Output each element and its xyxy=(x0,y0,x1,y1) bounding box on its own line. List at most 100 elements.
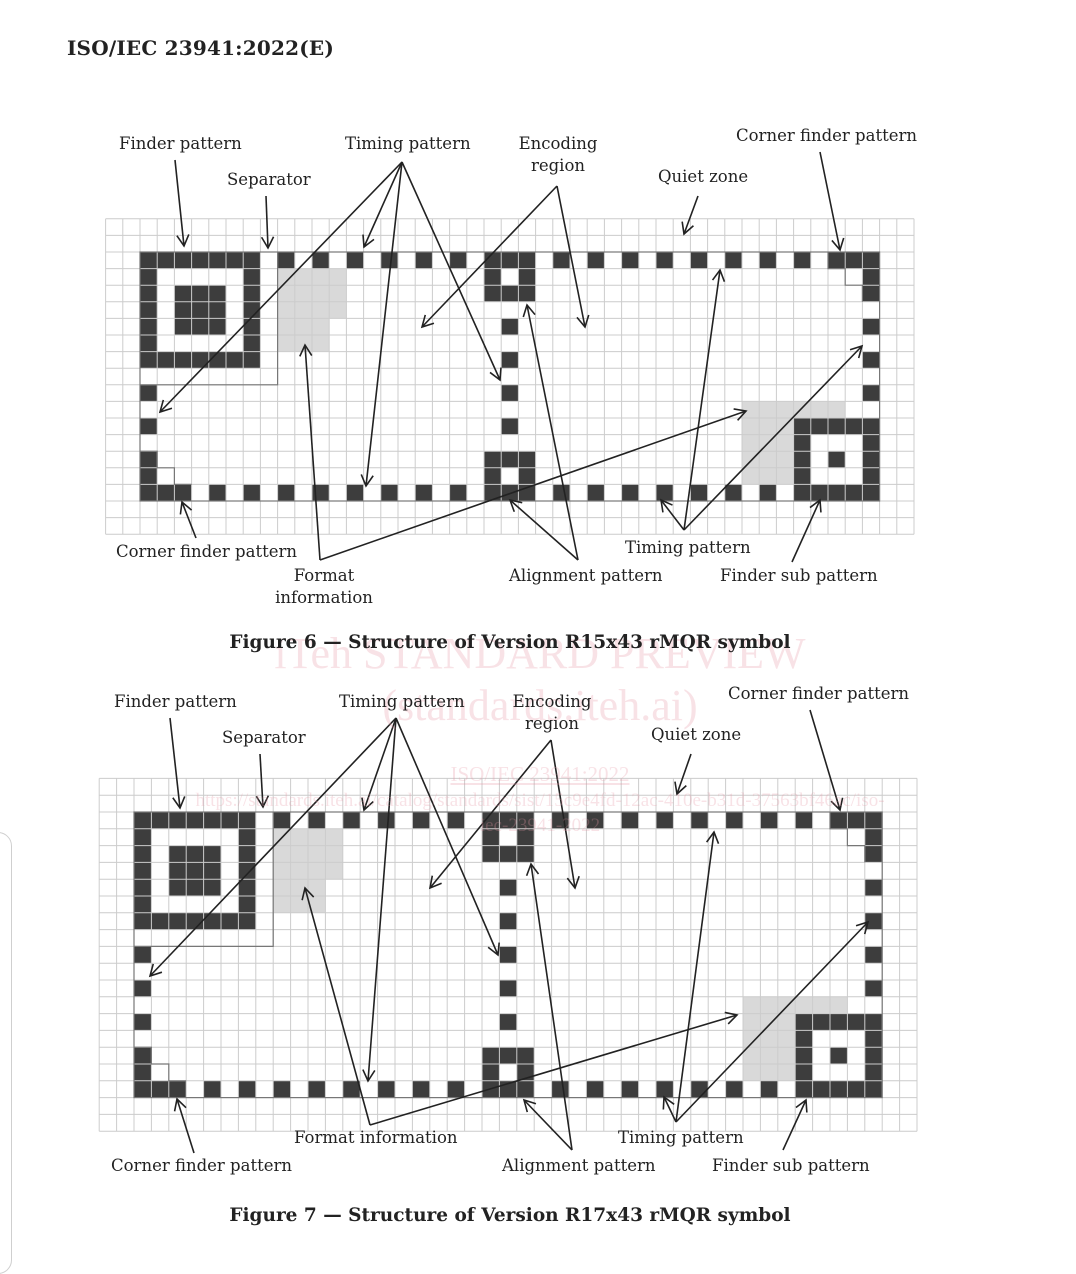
format-info-module xyxy=(329,285,347,302)
dark-module xyxy=(862,318,880,335)
dark-module xyxy=(221,912,239,930)
callout-arrow xyxy=(260,195,275,250)
dark-module xyxy=(482,1064,500,1081)
dark-module xyxy=(795,1047,813,1064)
dark-module xyxy=(226,252,244,269)
dark-module xyxy=(690,252,708,269)
dark-module xyxy=(482,828,500,846)
dark-module xyxy=(864,1047,883,1064)
dark-module xyxy=(243,318,261,335)
dark-module xyxy=(168,812,187,829)
dark-module xyxy=(140,484,158,501)
dark-module xyxy=(243,301,261,319)
fig7-label-alignment-pattern: Alignment pattern xyxy=(502,1156,656,1175)
dark-module xyxy=(140,285,158,302)
format-info-module xyxy=(273,879,291,896)
dark-module xyxy=(621,252,639,269)
format-info-module xyxy=(777,996,796,1014)
format-info-module xyxy=(312,268,330,286)
fig6-label-finder-sub-pattern: Finder sub pattern xyxy=(720,566,878,585)
corner-finder-outline xyxy=(140,450,192,485)
format-info-module xyxy=(312,335,330,352)
dark-module xyxy=(134,1064,152,1081)
dark-module xyxy=(186,812,204,829)
dark-module xyxy=(191,318,209,335)
callout-arrows xyxy=(148,151,870,1154)
dark-module xyxy=(484,268,502,286)
callout-arrow xyxy=(369,1011,739,1126)
format-info-module xyxy=(325,845,343,863)
callout-arrow xyxy=(174,159,190,248)
dark-module xyxy=(134,980,152,997)
dark-module xyxy=(134,912,152,930)
dark-module xyxy=(795,812,813,829)
dark-module xyxy=(656,812,674,829)
format-info-module xyxy=(290,845,308,863)
callout-arrow xyxy=(362,161,403,249)
dark-module xyxy=(862,268,880,286)
dark-module xyxy=(552,252,570,269)
callout-arrow xyxy=(782,1098,808,1151)
dark-module xyxy=(830,1013,848,1031)
format-info-module xyxy=(830,996,848,1014)
format-info-module xyxy=(777,1013,796,1031)
dark-module xyxy=(134,845,152,863)
fig6-label-alignment-pattern: Alignment pattern xyxy=(509,566,663,585)
callout-arrow xyxy=(361,717,397,812)
dark-module xyxy=(140,335,158,352)
dark-module xyxy=(238,862,256,880)
dark-module xyxy=(864,828,883,846)
callout-arrow xyxy=(395,717,500,957)
format-info-module xyxy=(294,285,312,302)
dark-module xyxy=(484,484,502,501)
figure-7-caption: Figure 7 — Structure of Version R17x43 r… xyxy=(229,1205,791,1226)
dark-module xyxy=(238,828,256,846)
dark-module xyxy=(168,1080,187,1098)
dark-module xyxy=(499,1047,517,1064)
fig6-label-quiet-zone: Quiet zone xyxy=(658,167,749,186)
callout-arrow xyxy=(319,408,748,561)
format-info-module xyxy=(760,1030,778,1048)
dark-module xyxy=(140,318,158,335)
dark-module xyxy=(690,1080,709,1098)
dark-module xyxy=(810,418,828,435)
dark-module xyxy=(864,879,883,896)
dark-module xyxy=(518,285,536,302)
format-info-module xyxy=(776,451,794,468)
dark-module xyxy=(760,1080,778,1098)
dark-module xyxy=(795,1080,813,1098)
format-info-module xyxy=(290,896,308,913)
dark-module xyxy=(793,434,811,452)
dark-module xyxy=(847,812,865,829)
dark-module xyxy=(810,484,828,501)
dark-module xyxy=(484,451,502,468)
dark-module xyxy=(516,812,535,829)
fig6-label-separator: Separator xyxy=(227,170,311,189)
callout-arrow xyxy=(173,1097,195,1154)
dark-module xyxy=(140,384,158,402)
dark-module xyxy=(447,1080,465,1098)
dark-module xyxy=(273,812,291,829)
callout-arrow xyxy=(255,753,270,809)
dark-module xyxy=(134,1047,152,1064)
fig7-label-timing-pattern-bottom: Timing pattern xyxy=(618,1128,744,1147)
dark-module xyxy=(828,418,846,435)
fig6-label-encoding-region: Encoding region xyxy=(518,134,598,175)
dark-module xyxy=(828,451,846,468)
dark-module xyxy=(134,1013,152,1031)
dark-module xyxy=(516,1080,535,1098)
dark-module xyxy=(174,318,192,335)
format-info-module xyxy=(329,268,347,286)
dark-module xyxy=(864,980,883,997)
dark-module xyxy=(186,879,204,896)
dark-module xyxy=(501,318,519,335)
dark-module xyxy=(157,351,175,369)
dark-module xyxy=(864,1080,883,1098)
dark-module xyxy=(847,1013,865,1031)
dark-module xyxy=(140,268,158,286)
format-info-module xyxy=(795,996,813,1014)
dark-module xyxy=(415,484,433,501)
dark-module xyxy=(243,285,261,302)
format-info-module xyxy=(743,996,761,1014)
callout-arrow xyxy=(819,151,845,252)
